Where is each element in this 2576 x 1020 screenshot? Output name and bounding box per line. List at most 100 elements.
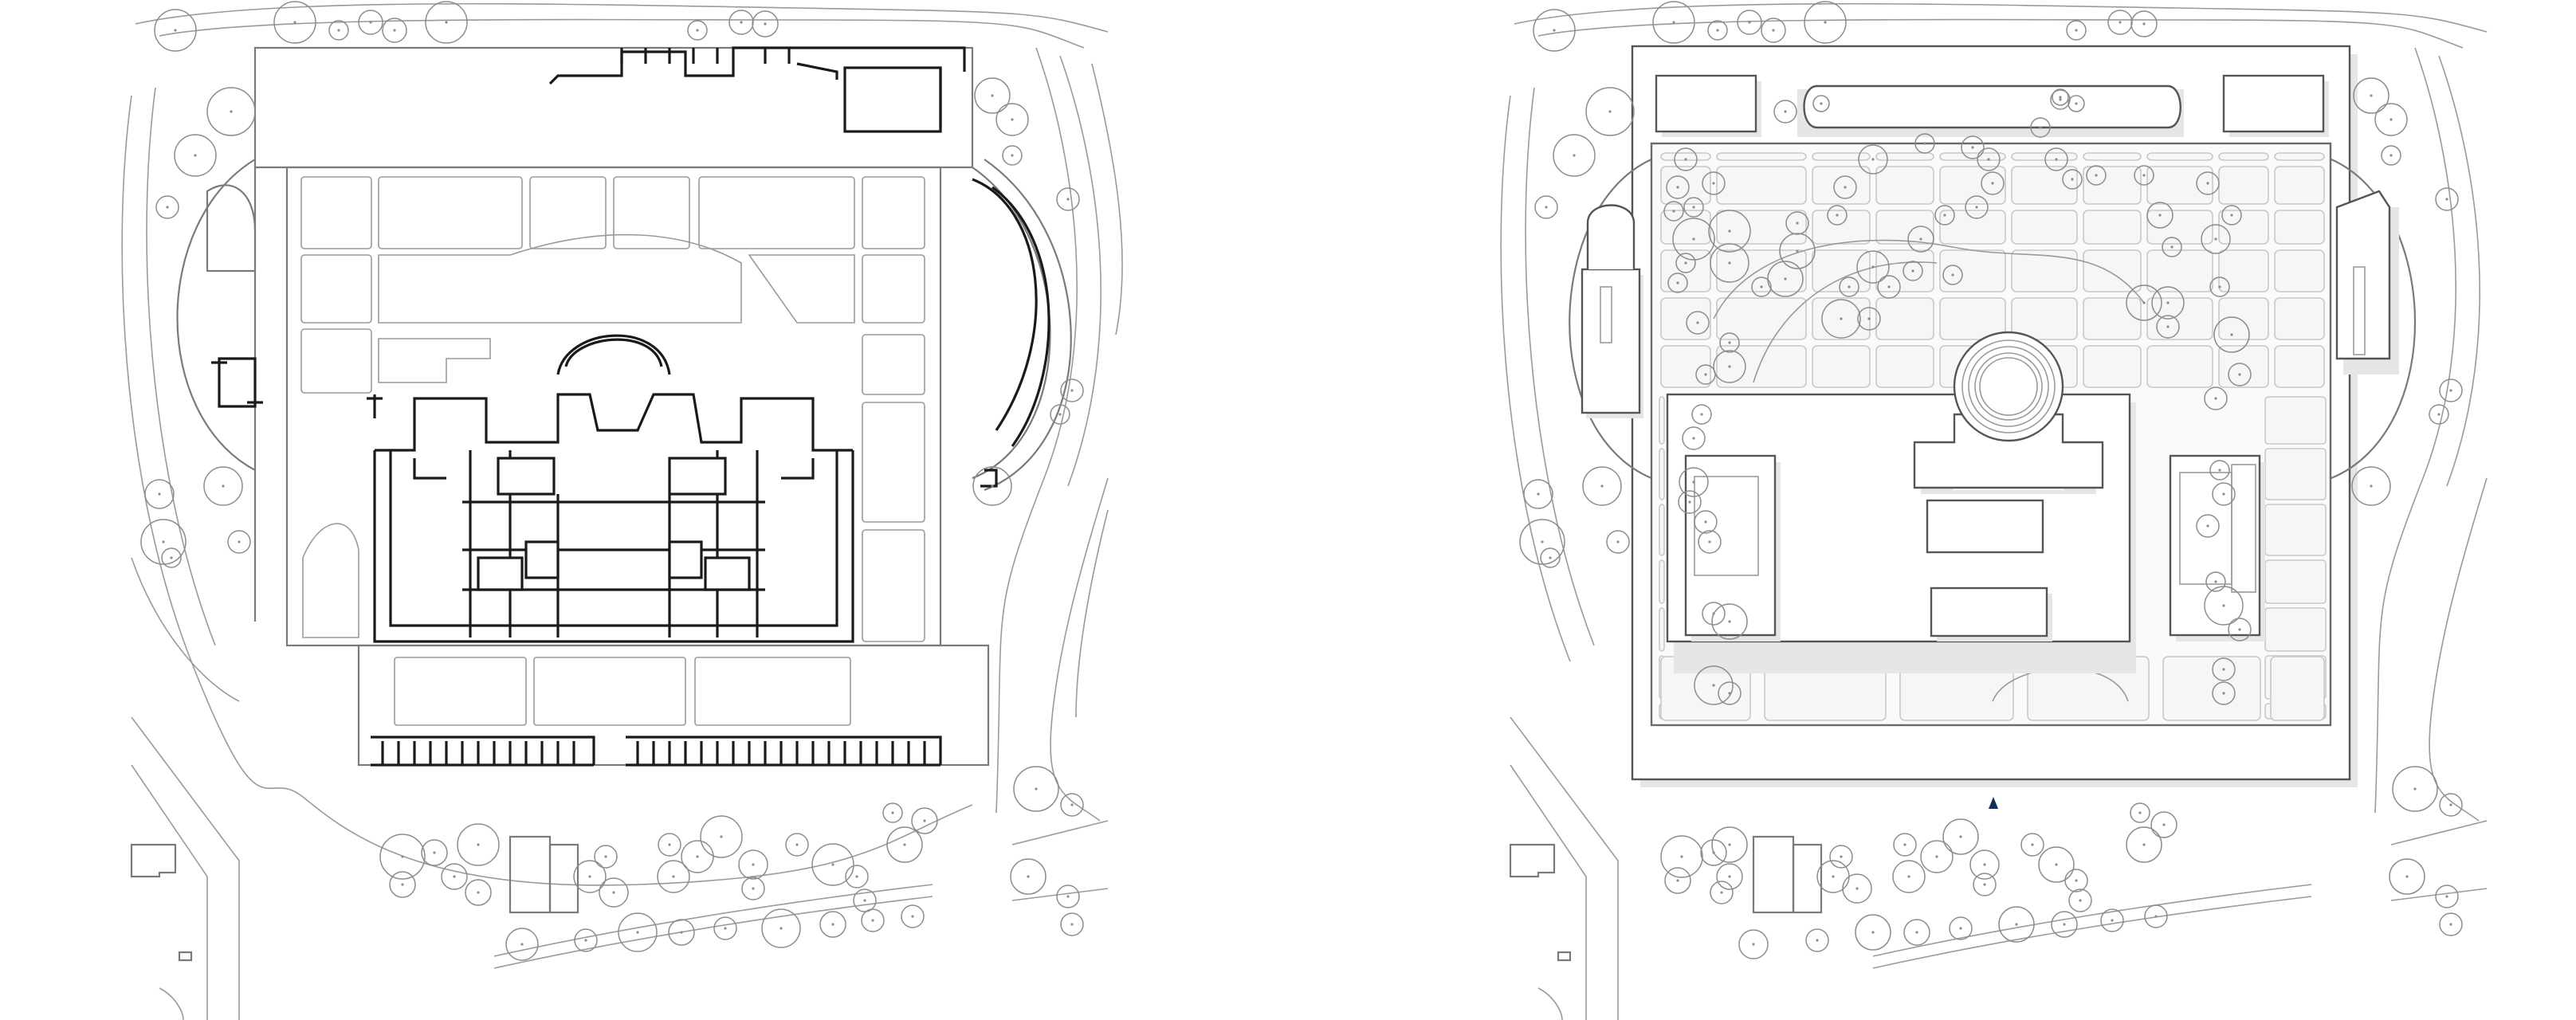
garden-cell [2218,210,2269,245]
garden-cell [2146,297,2213,340]
tree-icon [1842,873,1872,904]
tree-icon [700,815,743,858]
tree-trunk-dot [696,855,699,858]
tree-trunk-dot [174,29,177,32]
garden-cell [1939,210,2006,245]
tree-trunk-dot [1907,875,1910,878]
tree-trunk-dot [1676,281,1679,284]
tree-trunk-dot [831,923,834,926]
tree-trunk-dot [445,21,448,24]
tree-trunk-dot [680,931,683,934]
tree-icon [465,879,492,906]
tree-icon [206,87,256,136]
tree-icon [2064,869,2088,892]
tree-icon [379,834,426,880]
tree-trunk-dot [1816,939,1819,942]
tree-icon [845,865,869,889]
tree-icon [2107,10,2133,35]
tree-icon [1839,277,1859,297]
tree-icon [140,519,187,565]
tree-trunk-dot [1728,843,1731,846]
tree-icon [1892,860,1926,893]
tree-icon [974,77,1011,114]
tree-trunk-dot [1824,21,1827,24]
tree-trunk-dot [1011,154,1014,157]
tree-icon [853,889,877,912]
tree-trunk-dot [1676,879,1679,882]
tree-trunk-dot [1844,186,1847,189]
tree-trunk-dot [779,927,783,930]
garden-cell [1716,152,1807,161]
tree-icon [911,807,938,834]
tree-icon [2196,514,2220,538]
tree-icon [1934,205,1955,226]
north-wing-walls [548,46,966,133]
tree-icon [2228,618,2252,641]
tree-icon [382,18,407,43]
tree-trunk-dot [477,843,480,846]
tree-trunk-dot [1836,214,1839,217]
tree-icon [2130,10,2158,37]
tree-trunk-dot [2142,843,2146,846]
tree-trunk-dot [1848,285,1851,288]
tree-trunk-dot [393,29,396,32]
side-exedrae [1569,158,2417,480]
tree-trunk-dot [903,843,906,846]
tree-trunk-dot [2222,668,2225,671]
tree-trunk-dot [2437,413,2441,416]
garden-cell [2011,166,2078,205]
tree-trunk-dot [1911,269,1914,273]
garden-cell [2264,448,2327,500]
tree-trunk-dot [401,883,404,886]
tree-trunk-dot [1728,692,1731,695]
tree-trunk-dot [1066,895,1070,898]
tree-trunk-dot [2389,118,2393,121]
tree-icon [1965,195,1989,219]
tree-icon [2030,117,2051,138]
garden-cell [2218,345,2269,388]
tree-trunk-dot [230,110,233,113]
tree-trunk-dot [2059,96,2062,99]
garden-cell [2146,210,2213,245]
tree-trunk-dot [1887,285,1891,288]
tree-trunk-dot [1820,102,1823,105]
tree-trunk-dot [1704,520,1707,524]
existing-site-plan [121,1,1123,1020]
tree-icon [1060,793,1084,817]
tree-icon [1833,175,1857,199]
tree-trunk-dot [1728,875,1731,878]
tree-trunk-dot [2222,492,2225,496]
tree-icon [2052,88,2069,106]
tree-icon [161,547,182,568]
tree-trunk-dot [238,540,241,543]
tree-icon [2212,482,2236,506]
tree-icon [1716,863,1743,890]
tree-icon [441,863,468,890]
tree-trunk-dot [1959,835,1962,838]
tree-icon [1683,197,1704,218]
tree-icon [1060,379,1084,402]
tree-trunk-dot [1070,389,1074,392]
tree-icon [1779,233,1816,269]
garden-cell [2083,210,2142,245]
tree-icon [1675,253,1696,273]
tree-trunk-dot [668,843,671,846]
tree-icon [2212,681,2236,705]
tree-trunk-dot [1871,265,1875,269]
tree-trunk-dot [1712,182,1715,185]
tree-trunk-dot [2218,285,2221,288]
tree-icon [2196,171,2220,195]
tree-icon [2151,286,2185,320]
tree-icon [421,839,448,866]
tree-trunk-dot [2142,22,2146,26]
tree-trunk-dot [2449,923,2452,926]
tree-trunk-dot [1011,118,1014,121]
tree-trunk-dot [1035,787,1038,790]
tree-trunk-dot [740,21,743,24]
tree-icon [752,10,779,37]
tree-icon [2439,379,2463,402]
tree-icon [1855,914,1891,951]
garden-cell [2270,656,2325,721]
tree-trunk-dot [1692,206,1695,209]
garden-cell [2011,249,2078,292]
